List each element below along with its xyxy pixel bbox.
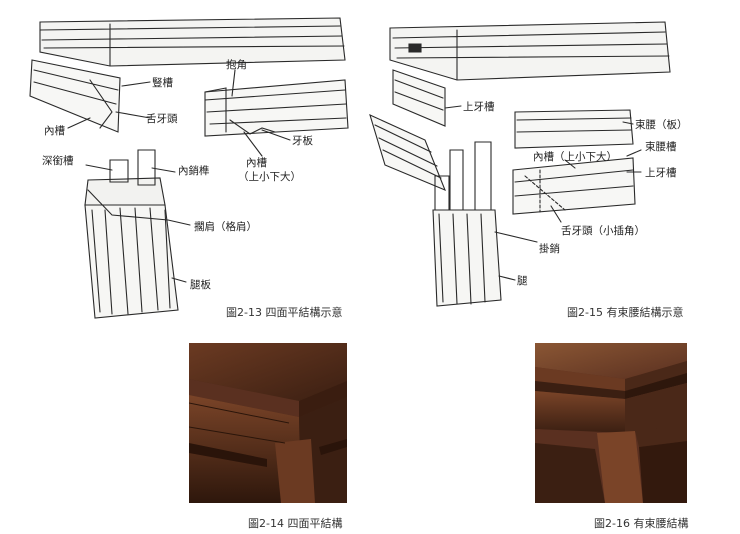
label-apron: 牙板 [292, 134, 313, 147]
label-hang-pin: 掛銷 [539, 242, 560, 255]
label-inner-groove: 內槽（上小下大） [533, 150, 617, 163]
label-waist-groove: 束腰槽 [645, 141, 677, 153]
caption-fig-2-15: 圖2-15 有束腰結構示意 [567, 306, 684, 319]
label-tongue-head-small: 舌牙頭（小插角） [561, 224, 645, 237]
label-inner-groove-right: 內槽 [246, 157, 267, 169]
figure-2-13-diagram: 豎槽 抱角 舌牙頭 內槽 內槽 （上小下大） 牙板 深銜槽 內銷榫 擱肩（格肩）… [0, 0, 360, 330]
caption-fig-2-14: 圖2-14 四面平結構 [248, 517, 343, 530]
caption-fig-2-16: 圖2-16 有束腰結構 [594, 517, 689, 530]
label-size-note: （上小下大） [238, 170, 301, 183]
label-waist-board: 束腰（板） [635, 118, 688, 131]
caption-fig-2-13: 圖2-13 四面平結構示意 [226, 306, 343, 319]
label-inner-groove-left: 內槽 [44, 125, 65, 137]
label-leg-board: 腿板 [190, 278, 211, 291]
label-upper-apron-groove-left: 上牙槽 [463, 101, 495, 113]
label-shoulder: 擱肩（格肩） [194, 220, 257, 233]
label-upper-apron-groove-right: 上牙槽 [645, 167, 677, 179]
figure-2-15-diagram: 上牙槽 束腰（板） 束腰槽 內槽（上小下大） 上牙槽 舌牙頭（小插角） 掛銷 腿 [365, 0, 740, 330]
photo-flat-table-corner [189, 343, 347, 503]
joinery-sketch-flat: 豎槽 抱角 舌牙頭 內槽 內槽 （上小下大） 牙板 深銜槽 內銷榫 擱肩（格肩）… [29, 17, 349, 319]
label-deep-groove: 深銜槽 [42, 154, 74, 167]
label-vertical-groove: 豎槽 [152, 77, 173, 89]
label-tongue-head: 舌牙頭 [146, 113, 178, 125]
label-hold-corner: 抱角 [226, 58, 247, 71]
label-inner-pin: 內銷榫 [178, 164, 210, 177]
label-leg: 腿 [517, 275, 528, 287]
joinery-sketch-waisted: 上牙槽 束腰（板） 束腰槽 內槽（上小下大） 上牙槽 舌牙頭（小插角） 掛銷 腿 [369, 21, 688, 307]
photo-waisted-table-corner [535, 343, 687, 503]
